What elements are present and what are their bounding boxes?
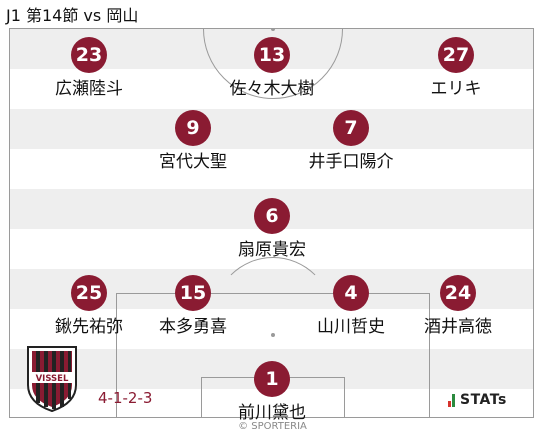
player-name: 前川黛也 bbox=[238, 403, 306, 423]
stats-logo-text: STATs bbox=[460, 392, 507, 408]
player-number: 4 bbox=[333, 275, 369, 311]
player-name: 広瀬陸斗 bbox=[55, 79, 123, 99]
player-name: 山川哲史 bbox=[317, 317, 385, 337]
player-number: 24 bbox=[440, 275, 476, 311]
player-number: 7 bbox=[333, 110, 369, 146]
player-name: 井手口陽介 bbox=[308, 152, 394, 172]
penalty-arc bbox=[213, 257, 333, 377]
player-name: 鍬先祐弥 bbox=[55, 317, 123, 337]
player-number: 25 bbox=[71, 275, 107, 311]
stats-bars-icon bbox=[448, 393, 455, 407]
player-name: 本多勇喜 bbox=[159, 317, 227, 337]
pitch-stripe bbox=[10, 109, 533, 149]
player-card[interactable]: 9 宮代大聖 bbox=[133, 110, 253, 172]
player-card[interactable]: 24 酒井高徳 bbox=[398, 275, 518, 337]
player-card[interactable]: 4 山川哲史 bbox=[291, 275, 411, 337]
player-number: 27 bbox=[438, 37, 474, 73]
crest-text: VISSEL bbox=[36, 374, 69, 384]
player-number: 23 bbox=[71, 37, 107, 73]
player-card[interactable]: 6 扇原貴宏 bbox=[212, 198, 332, 260]
player-name: エリキ bbox=[430, 79, 482, 99]
player-name: 酒井高徳 bbox=[424, 317, 492, 337]
player-card[interactable]: 27 エリキ bbox=[396, 37, 516, 99]
player-number: 6 bbox=[254, 198, 290, 234]
player-card[interactable]: 13 佐々木大樹 bbox=[212, 37, 332, 99]
page-title: J1 第14節 vs 岡山 bbox=[6, 6, 139, 25]
player-card[interactable]: 23 広瀬陸斗 bbox=[29, 37, 149, 99]
player-card[interactable]: 25 鍬先祐弥 bbox=[29, 275, 149, 337]
penalty-spot bbox=[271, 333, 275, 337]
player-number: 1 bbox=[254, 361, 290, 397]
player-name: 扇原貴宏 bbox=[238, 240, 306, 260]
player-card[interactable]: 1 前川黛也 bbox=[212, 361, 332, 423]
player-card[interactable]: 7 井手口陽介 bbox=[291, 110, 411, 172]
player-number: 9 bbox=[175, 110, 211, 146]
stats-logo: STATs bbox=[448, 392, 507, 408]
center-spot bbox=[271, 29, 275, 31]
copyright: © SPORTERIA bbox=[238, 421, 307, 432]
player-name: 宮代大聖 bbox=[159, 152, 227, 172]
player-number: 13 bbox=[254, 37, 290, 73]
formation-label: 4-1-2-3 bbox=[98, 389, 153, 407]
club-crest-icon: VISSEL bbox=[27, 346, 77, 413]
player-number: 15 bbox=[175, 275, 211, 311]
player-name: 佐々木大樹 bbox=[229, 79, 315, 99]
player-card[interactable]: 15 本多勇喜 bbox=[133, 275, 253, 337]
